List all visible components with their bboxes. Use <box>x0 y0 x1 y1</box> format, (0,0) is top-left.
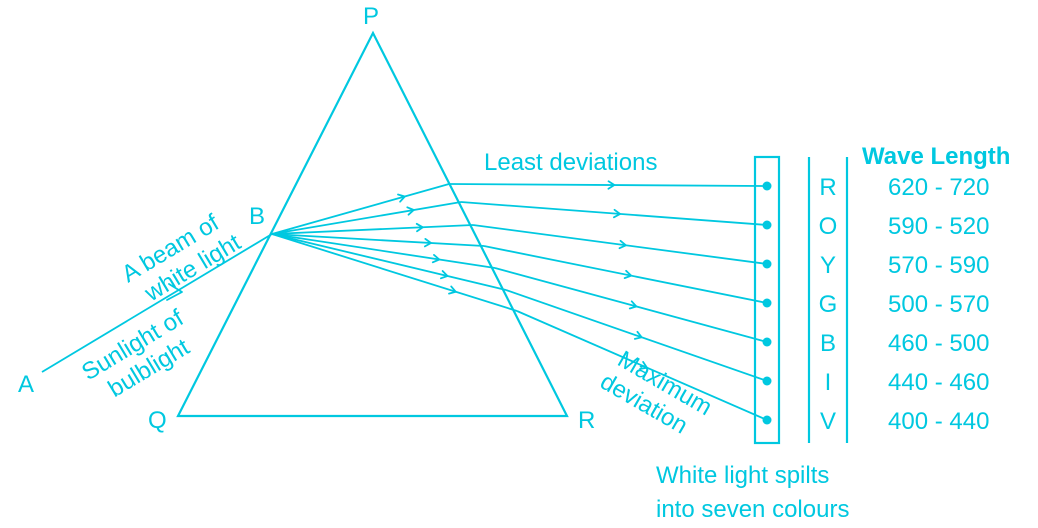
color-letter-v: V <box>820 408 836 435</box>
ray-outside-v <box>516 310 768 421</box>
wave-length-header: Wave Length <box>862 143 1010 170</box>
ray-outside-arrow-y <box>618 239 627 250</box>
ray-inside-b <box>271 233 496 269</box>
ray-inside-g <box>271 233 485 247</box>
color-letter-b: B <box>820 330 836 357</box>
ray-outside-g <box>483 245 768 304</box>
max-deviation-label: Maximum deviation <box>596 346 717 440</box>
color-letter-g: G <box>819 291 838 318</box>
ray-inside-arrow-b <box>431 253 441 264</box>
wave-range-v: 400 - 440 <box>888 408 989 435</box>
screen-dot-o <box>762 220 772 230</box>
ray-inside-arrow-r <box>397 193 406 203</box>
color-letter-y: Y <box>820 252 836 279</box>
screen-dots <box>762 181 772 425</box>
screen-dot-g <box>762 298 772 308</box>
ray-inside-arrow-g <box>423 237 432 248</box>
beam-label: A beam of white light <box>117 209 246 307</box>
ray-outside-r <box>448 183 768 187</box>
ray-inside-arrow-i <box>439 270 449 280</box>
color-letter-r: R <box>819 174 836 201</box>
ray-outside-i <box>505 289 768 382</box>
vertex-p-label: P <box>363 3 379 30</box>
screen-dot-b <box>762 337 772 347</box>
wave-range-g: 500 - 570 <box>888 291 989 318</box>
ray-outside-arrow-i <box>634 330 643 340</box>
ray-inside-y <box>271 224 474 235</box>
wave-range-y: 570 - 590 <box>888 252 989 279</box>
least-deviation-label: Least deviations <box>484 149 657 176</box>
screen-dot-v <box>762 415 772 425</box>
wave-range-r: 620 - 720 <box>888 174 989 201</box>
point-b-label: B <box>249 203 265 230</box>
screen-dot-r <box>762 181 772 191</box>
screen-dot-i <box>762 376 772 386</box>
prism-triangle <box>176 30 569 418</box>
ray-outside-o <box>460 201 768 226</box>
ray-inside-arrow-v <box>448 285 457 295</box>
split-label-line1: White light spilts <box>656 462 829 489</box>
screen <box>753 155 781 445</box>
ray-outside-y <box>472 224 768 265</box>
color-letter-i: I <box>825 369 832 396</box>
split-label-line2: into seven colours <box>656 496 849 523</box>
ray-outside-arrow-v <box>639 360 648 370</box>
ray-outside-arrow-g <box>623 269 633 280</box>
vertex-r-label: R <box>578 407 595 434</box>
ray-inside-r <box>271 183 450 235</box>
wave-range-i: 440 - 460 <box>888 369 989 396</box>
ray-outside-arrow-r <box>607 180 616 190</box>
incident-ray <box>41 233 273 373</box>
point-a-label: A <box>18 371 34 398</box>
ray-inside-i <box>271 233 507 291</box>
incident-ray-arrow <box>166 283 183 301</box>
ray-outside-arrow-b <box>628 300 638 310</box>
wave-range-o: 590 - 520 <box>888 213 989 240</box>
sunlight-label: Sunlight of bulblight <box>77 304 194 403</box>
ray-inside-arrow-o <box>406 206 415 216</box>
ray-inside-v <box>271 233 518 312</box>
ray-outside-arrow-o <box>613 208 621 219</box>
color-letter-o: O <box>819 213 838 240</box>
dispersed-rays <box>271 180 768 421</box>
wave-range-b: 460 - 500 <box>888 330 989 357</box>
screen-dot-y <box>762 259 772 269</box>
ray-inside-arrow-y <box>415 222 424 233</box>
ray-outside-b <box>494 267 768 343</box>
vertex-q-label: Q <box>148 407 167 434</box>
ray-inside-o <box>271 201 462 235</box>
